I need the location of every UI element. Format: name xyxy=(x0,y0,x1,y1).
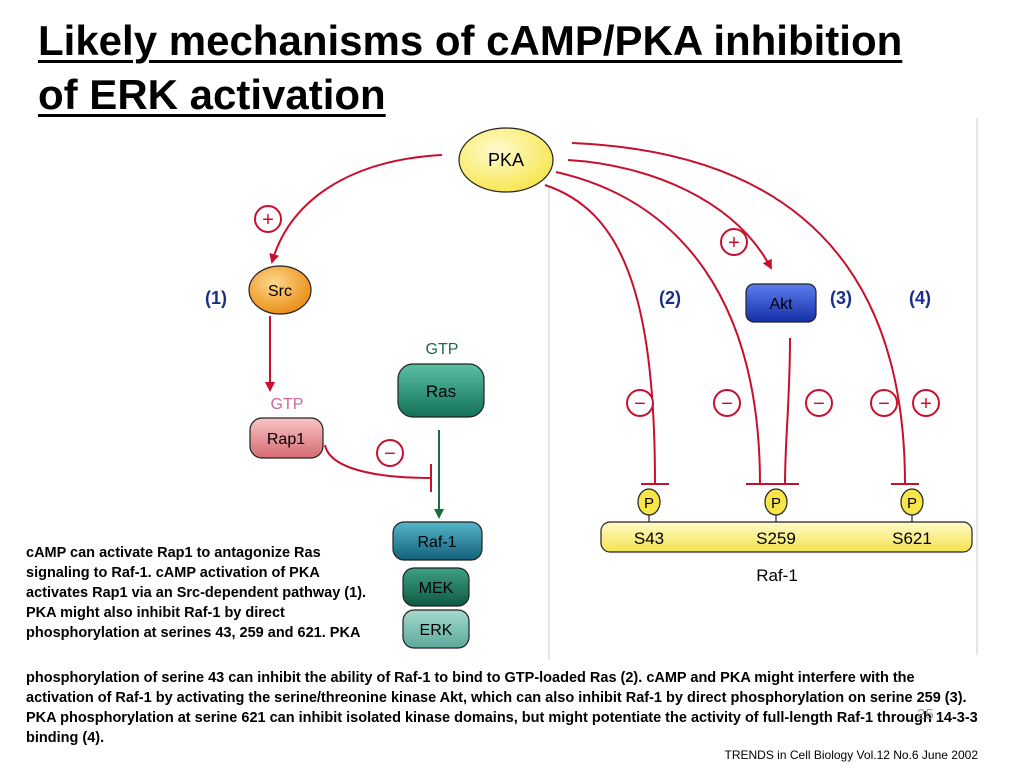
description-paragraph-2: phosphorylation of serine 43 can inhibit… xyxy=(26,670,978,746)
gtp-label-rap1: GTP xyxy=(271,396,304,413)
erk-label: ERK xyxy=(420,622,453,639)
arrow-pka-to-src xyxy=(269,154,443,264)
pathway-label-2: (2) xyxy=(659,288,681,308)
minus-sign-s259-pka: − xyxy=(713,389,741,417)
pka-node: PKA xyxy=(458,127,554,193)
plus-sign-src: + xyxy=(254,205,282,233)
svg-text:−: − xyxy=(813,393,825,415)
phospho-badge-s43: P xyxy=(637,488,661,516)
minus-sign-rap1: − xyxy=(376,439,404,467)
page-title: Likely mechanisms of cAMP/PKA inhibition… xyxy=(38,14,998,122)
rap1-node: Rap1 xyxy=(249,417,324,459)
akt-node: Akt xyxy=(745,283,817,323)
pka-label: PKA xyxy=(488,150,524,170)
minus-sign-s43: − xyxy=(626,389,654,417)
mek-label: MEK xyxy=(419,580,454,597)
slide-number: 25 xyxy=(917,706,934,723)
plus-sign-s621: + xyxy=(912,389,940,417)
svg-text:−: − xyxy=(721,393,733,415)
gtp-label-ras: GTP xyxy=(426,341,459,358)
erk-node: ERK xyxy=(402,609,470,649)
raf1-domain-bar xyxy=(600,521,973,553)
rap1-label: Rap1 xyxy=(267,431,305,448)
description-paragraph-1: cAMP can activate Rap1 to antagonize Ras… xyxy=(26,545,367,641)
inhibit-akt-s259 xyxy=(784,337,791,485)
svg-text:P: P xyxy=(771,495,781,512)
svg-text:P: P xyxy=(907,495,917,512)
pathway-label-4: (4) xyxy=(909,288,931,308)
svg-text:−: − xyxy=(634,393,646,415)
site-label-s43: S43 xyxy=(634,529,664,548)
minus-sign-s259-akt: − xyxy=(805,389,833,417)
pathway-label-1: (1) xyxy=(205,288,227,308)
src-label: Src xyxy=(268,283,292,300)
arrow-pka-to-akt xyxy=(567,159,772,270)
site-label-s259: S259 xyxy=(756,529,796,548)
src-node: Src xyxy=(248,265,312,315)
raf1-node: Raf-1 xyxy=(392,521,483,561)
akt-label: Akt xyxy=(769,296,793,313)
plus-sign-akt: + xyxy=(720,228,748,256)
phospho-badge-s621: P xyxy=(900,488,924,516)
svg-text:+: + xyxy=(262,209,274,231)
title-line-2: of ERK activation xyxy=(38,71,386,118)
ras-label: Ras xyxy=(426,382,456,401)
raf1-label: Raf-1 xyxy=(417,534,456,551)
mek-node: MEK xyxy=(402,567,470,607)
svg-text:−: − xyxy=(878,393,890,415)
svg-text:P: P xyxy=(644,495,654,512)
inhibit-rap1-to-raf1 xyxy=(324,444,432,479)
pathway-label-3: (3) xyxy=(830,288,852,308)
minus-sign-s621: − xyxy=(870,389,898,417)
inhibit-pka-s259 xyxy=(555,171,761,485)
ras-node: Ras xyxy=(397,363,485,418)
raf1-bar-label: Raf-1 xyxy=(756,566,798,585)
inhibit-pka-s621 xyxy=(571,142,906,485)
phospho-badge-s259: P xyxy=(764,488,788,516)
site-label-s621: S621 xyxy=(892,529,932,548)
title-line-1: Likely mechanisms of cAMP/PKA inhibition xyxy=(38,17,903,64)
svg-text:+: + xyxy=(728,232,740,254)
citation: TRENDS in Cell Biology Vol.12 No.6 June … xyxy=(724,748,978,762)
svg-text:−: − xyxy=(384,443,396,465)
svg-text:+: + xyxy=(920,393,932,415)
inhibit-pka-s43 xyxy=(544,184,656,485)
